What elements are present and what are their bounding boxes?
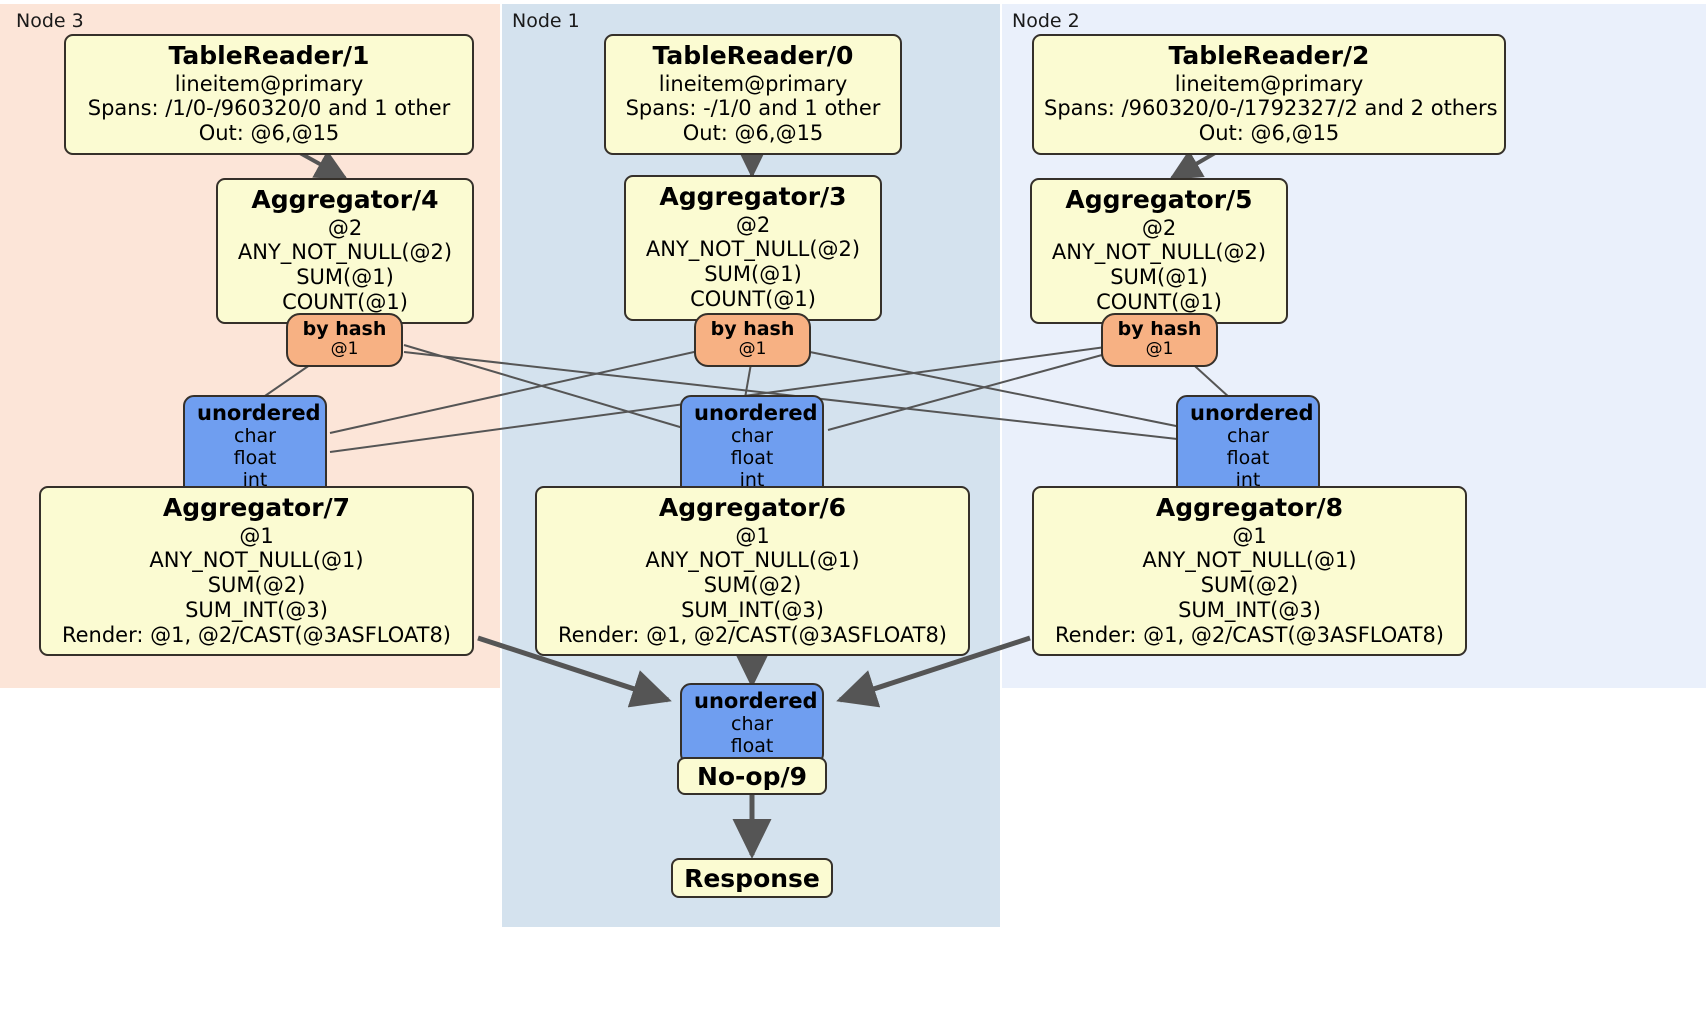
processor-row: ANY_NOT_NULL(@1) (149, 548, 364, 573)
processor-title: TableReader/1 (168, 41, 370, 70)
processor-row: ANY_NOT_NULL(@2) (1051, 240, 1267, 265)
processor-table-reader-0[interactable]: TableReader/0 lineitem@primary Spans: -/… (604, 34, 902, 155)
processor-response[interactable]: Response (671, 858, 833, 898)
processor-row: lineitem@primary (174, 71, 364, 96)
processor-row: Out: @6,@15 (198, 121, 340, 146)
processor-row: ANY_NOT_NULL(@2) (237, 240, 453, 265)
processor-row: Render: @1, @2/CAST(@3ASFLOAT8) (61, 622, 452, 647)
processor-row: Spans: /960320/0-/1792327/2 and 2 others (1044, 96, 1498, 121)
processor-row: @2 (1141, 215, 1177, 240)
synchronizer-unordered-right[interactable]: unordered char float int (1176, 395, 1320, 500)
processor-table-reader-2[interactable]: TableReader/2 lineitem@primary Spans: /9… (1032, 34, 1506, 155)
processor-row: @2 (327, 215, 363, 240)
synchronizer-row: int (1235, 469, 1261, 492)
synchronizer-row: char (1227, 425, 1269, 448)
synchronizer-unordered-left[interactable]: unordered char float int (183, 395, 327, 500)
processor-title: TableReader/0 (652, 41, 854, 70)
router-by-hash-aggregator-4[interactable]: by hash @1 (286, 313, 403, 367)
processor-row: SUM(@1) (296, 265, 394, 290)
synchronizer-title: unordered (1190, 401, 1314, 425)
processor-row: COUNT(@1) (690, 286, 816, 311)
synchronizer-row: float (1226, 447, 1270, 470)
processor-row: lineitem@primary (658, 71, 848, 96)
synchronizer-row: float (730, 447, 774, 470)
synchronizer-row: int (242, 469, 268, 492)
router-title: by hash (302, 318, 387, 340)
processor-title: TableReader/2 (1168, 41, 1370, 70)
processor-row: @2 (735, 212, 771, 237)
node-label-node3: Node 3 (16, 10, 84, 32)
router-row: @1 (738, 339, 767, 360)
processor-aggregator-6[interactable]: Aggregator/6 @1 ANY_NOT_NULL(@1) SUM(@2)… (535, 486, 970, 657)
processor-aggregator-3[interactable]: Aggregator/3 @2 ANY_NOT_NULL(@2) SUM(@1)… (624, 175, 882, 321)
processor-row: SUM(@1) (704, 262, 802, 287)
processor-row: SUM_INT(@3) (681, 597, 824, 622)
router-by-hash-aggregator-3[interactable]: by hash @1 (694, 313, 811, 367)
processor-row: COUNT(@1) (282, 289, 408, 314)
processor-aggregator-4[interactable]: Aggregator/4 @2 ANY_NOT_NULL(@2) SUM(@1)… (216, 178, 474, 324)
processor-row: SUM(@2) (1200, 573, 1299, 598)
synchronizer-row: char (234, 425, 276, 448)
router-by-hash-aggregator-5[interactable]: by hash @1 (1101, 313, 1218, 367)
processor-title: Aggregator/5 (1065, 185, 1253, 214)
synchronizer-row: float (730, 735, 774, 758)
processor-row: @1 (1232, 523, 1267, 548)
synchronizer-unordered-center[interactable]: unordered char float int (680, 395, 824, 500)
router-row: @1 (1145, 339, 1174, 360)
processor-row: Render: @1, @2/CAST(@3ASFLOAT8) (1054, 622, 1445, 647)
synchronizer-row: char (731, 425, 773, 448)
synchronizer-row: float (233, 447, 277, 470)
processor-row: SUM(@1) (1110, 265, 1208, 290)
synchronizer-row: int (739, 469, 765, 492)
processor-title: Aggregator/3 (659, 182, 847, 211)
processor-row: Out: @6,@15 (682, 121, 824, 146)
processor-aggregator-7[interactable]: Aggregator/7 @1 ANY_NOT_NULL(@1) SUM(@2)… (39, 486, 474, 657)
router-title: by hash (1117, 318, 1202, 340)
processor-row: @1 (239, 523, 274, 548)
processor-row: SUM(@2) (207, 573, 306, 598)
synchronizer-row: char (731, 713, 773, 736)
synchronizer-title: unordered (694, 401, 818, 425)
processor-row: Render: @1, @2/CAST(@3ASFLOAT8) (557, 622, 948, 647)
processor-aggregator-8[interactable]: Aggregator/8 @1 ANY_NOT_NULL(@1) SUM(@2)… (1032, 486, 1467, 657)
processor-row: ANY_NOT_NULL(@2) (645, 237, 861, 262)
processor-title: Aggregator/7 (162, 493, 351, 522)
router-row: @1 (330, 339, 359, 360)
synchronizer-title: unordered (694, 689, 818, 713)
processor-row: Spans: -/1/0 and 1 other (625, 96, 881, 121)
synchronizer-unordered-final[interactable]: unordered char float (680, 683, 824, 766)
processor-row: SUM_INT(@3) (1178, 597, 1321, 622)
processor-row: lineitem@primary (1174, 71, 1364, 96)
processor-row: ANY_NOT_NULL(@1) (645, 548, 860, 573)
router-title: by hash (710, 318, 795, 340)
processor-aggregator-5[interactable]: Aggregator/5 @2 ANY_NOT_NULL(@2) SUM(@1)… (1030, 178, 1288, 324)
processor-title: Aggregator/6 (658, 493, 847, 522)
processor-row: Spans: /1/0-/960320/0 and 1 other (87, 96, 451, 121)
processor-noop-9[interactable]: No-op/9 (677, 757, 827, 795)
processor-row: ANY_NOT_NULL(@1) (1142, 548, 1357, 573)
processor-title: Aggregator/4 (251, 185, 439, 214)
synchronizer-title: unordered (197, 401, 321, 425)
processor-row: SUM_INT(@3) (185, 597, 328, 622)
processor-row: @1 (735, 523, 770, 548)
processor-row: Out: @6,@15 (1198, 121, 1340, 146)
processor-row: COUNT(@1) (1096, 289, 1222, 314)
node-label-node1: Node 1 (512, 10, 580, 32)
node-label-node2: Node 2 (1012, 10, 1080, 32)
processor-title: Aggregator/8 (1155, 493, 1344, 522)
processor-table-reader-1[interactable]: TableReader/1 lineitem@primary Spans: /1… (64, 34, 474, 155)
processor-row: SUM(@2) (703, 573, 802, 598)
